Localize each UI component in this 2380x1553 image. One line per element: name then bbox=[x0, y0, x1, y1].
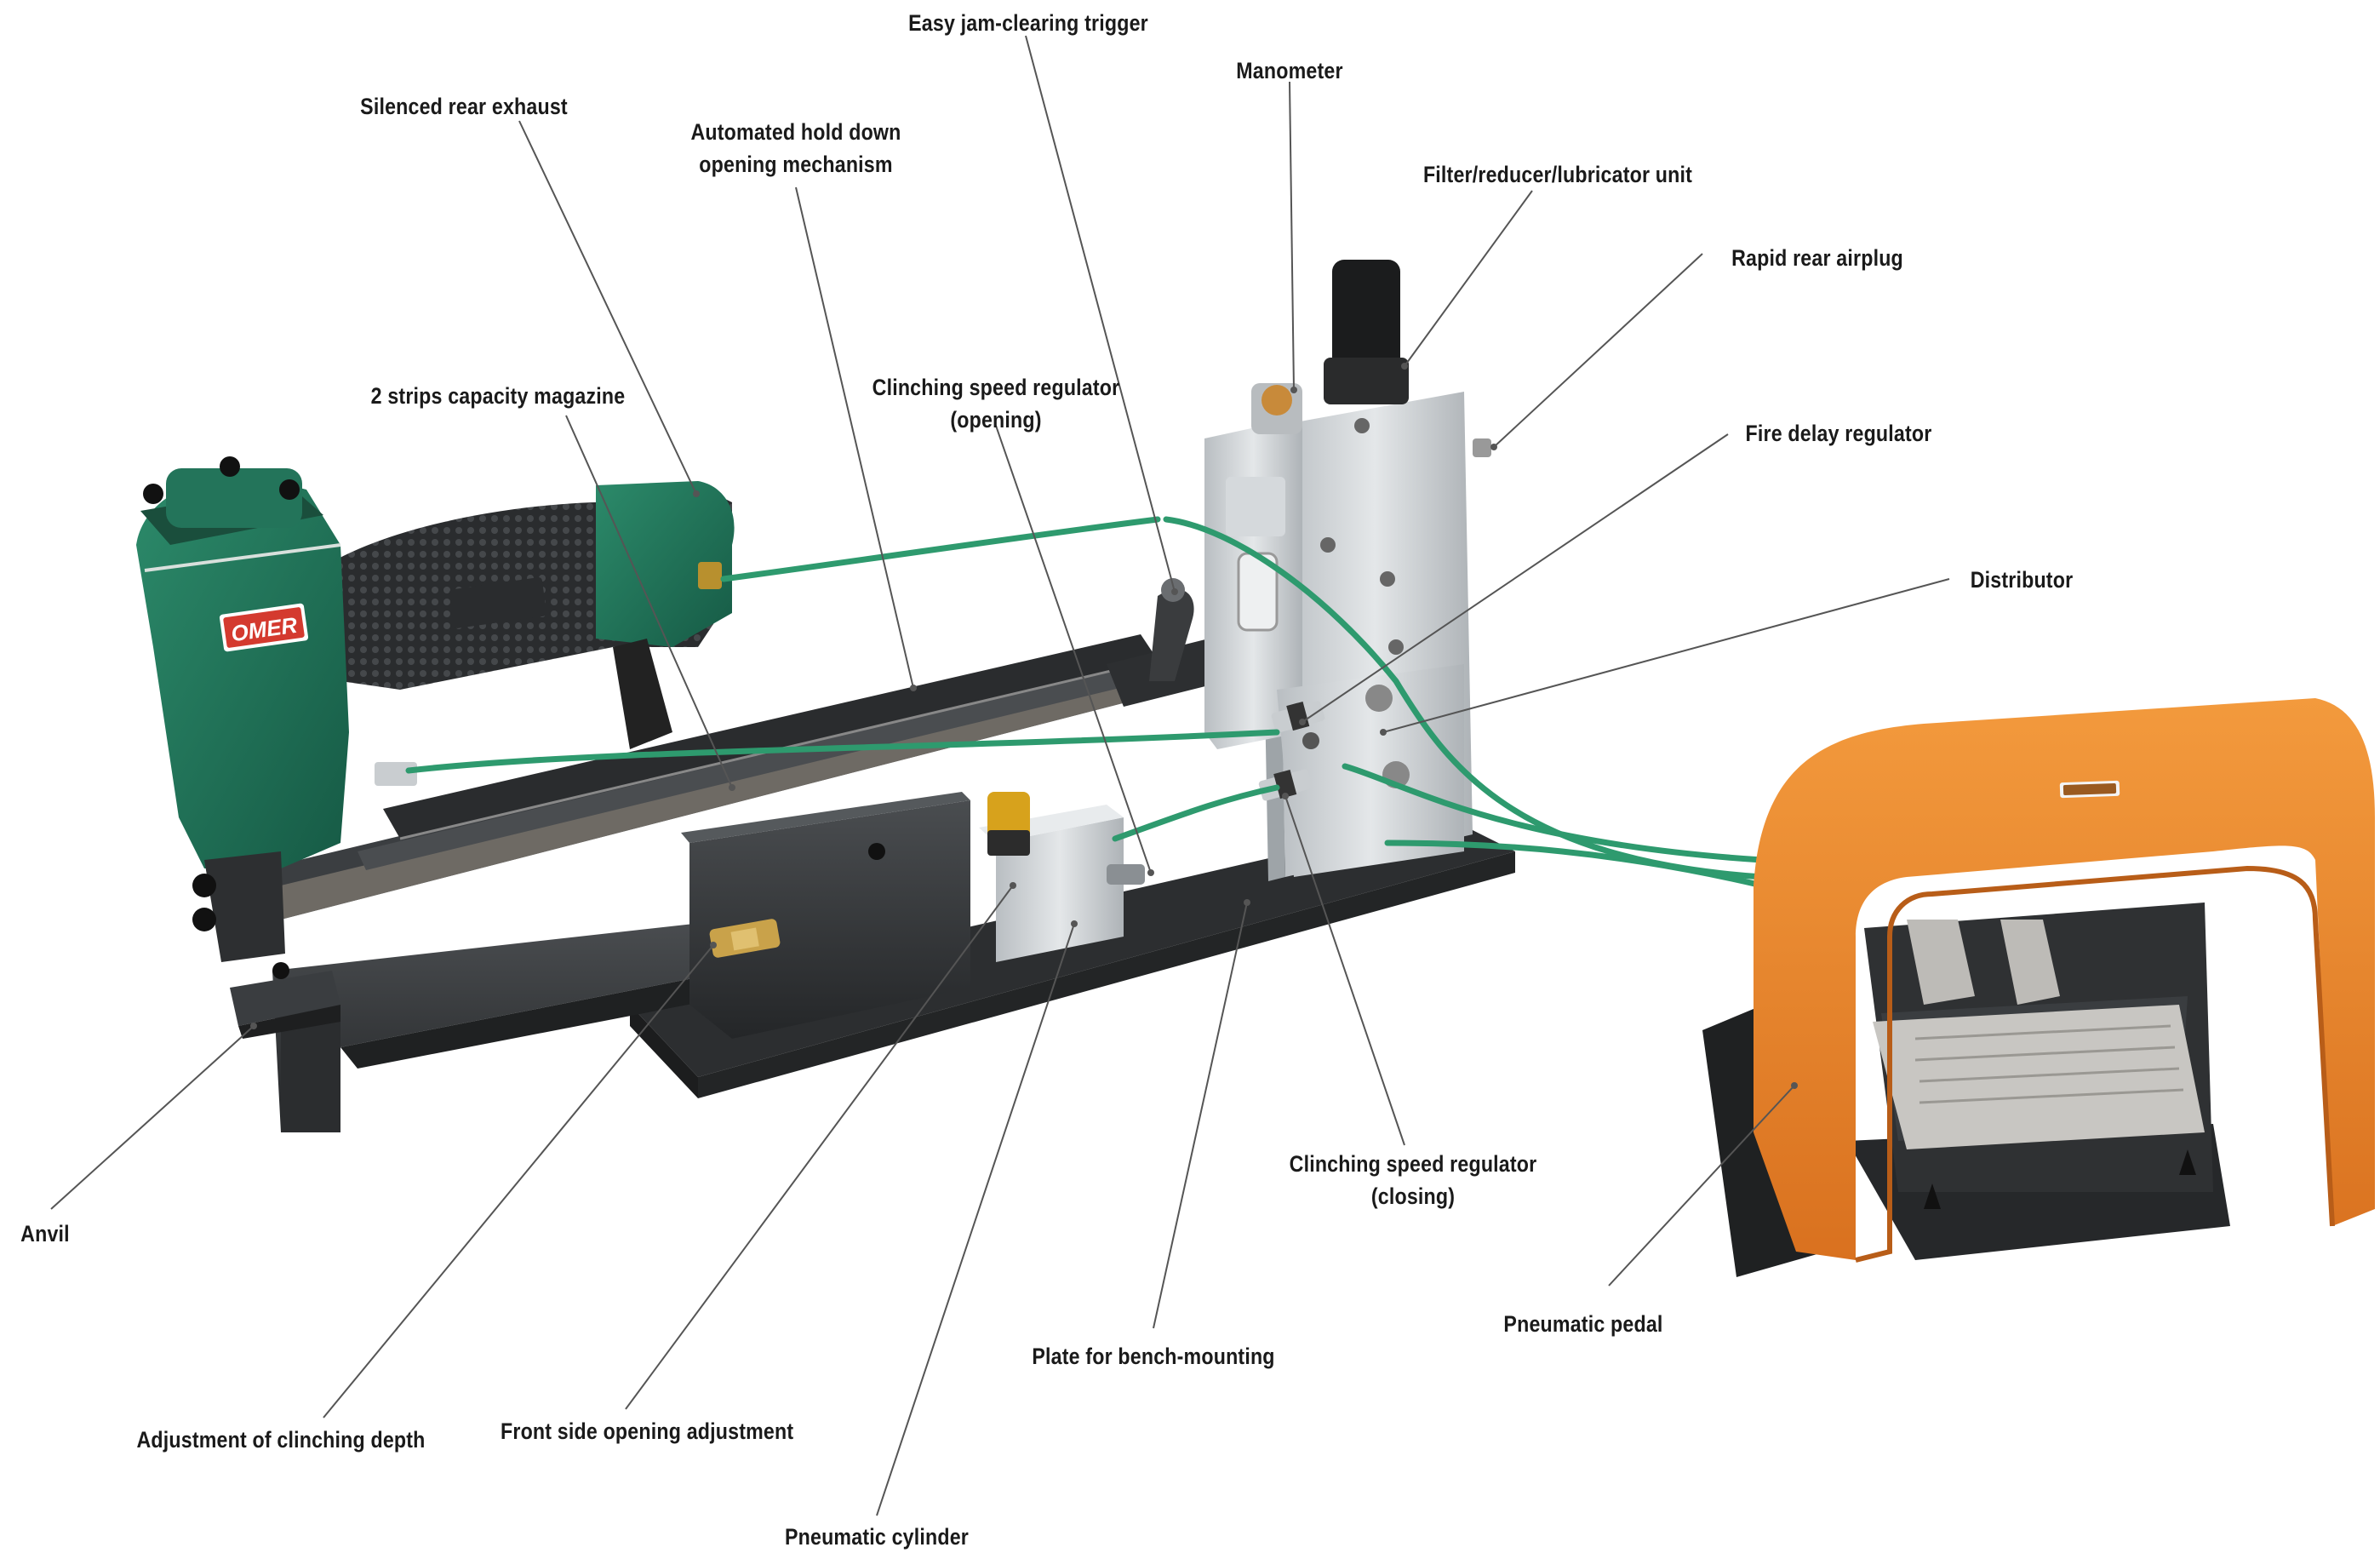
label-magazine: 2 strips capacity magazine bbox=[370, 383, 626, 409]
label-clinching-depth: Adjustment of clinching depth bbox=[136, 1427, 426, 1453]
label-rapid-airplug: Rapid rear airplug bbox=[1731, 245, 1903, 271]
label-speed-opening: Clinching speed regulator (opening) bbox=[872, 371, 1120, 436]
label-frl-unit: Filter/reducer/lubricator unit bbox=[1422, 162, 1693, 187]
label-speed-opening-line1: Clinching speed regulator bbox=[872, 375, 1120, 400]
frl-unit bbox=[1204, 417, 1302, 749]
label-jam-trigger: Easy jam-clearing trigger bbox=[908, 10, 1148, 36]
label-hold-down-line2: opening mechanism bbox=[699, 152, 893, 177]
label-front-opening: Front side opening adjustment bbox=[501, 1418, 794, 1444]
hold-down-mechanism bbox=[1107, 578, 1226, 707]
speed-regulator-closing bbox=[1258, 769, 1313, 801]
front-opening-knob bbox=[987, 792, 1030, 856]
label-hold-down-line1: Automated hold down bbox=[690, 119, 901, 145]
anvil-bar bbox=[272, 920, 732, 1132]
label-manometer: Manometer bbox=[1236, 58, 1343, 83]
anvil bbox=[230, 962, 340, 1039]
label-speed-closing-line1: Clinching speed regulator bbox=[1289, 1151, 1537, 1177]
leader-lines bbox=[50, 35, 1950, 1516]
label-hold-down: Automated hold down opening mechanism bbox=[683, 116, 910, 181]
regulator-knob bbox=[1324, 260, 1409, 404]
label-pedal: Pneumatic pedal bbox=[1503, 1311, 1663, 1337]
label-rear-exhaust: Silenced rear exhaust bbox=[360, 94, 568, 119]
pneumatic-pedal bbox=[1702, 698, 2375, 1277]
label-cylinder: Pneumatic cylinder bbox=[784, 1524, 970, 1550]
leader-dots bbox=[250, 363, 1798, 1089]
label-speed-opening-line2: (opening) bbox=[950, 407, 1042, 433]
magazine bbox=[264, 634, 1209, 920]
rapid-rear-airplug bbox=[1473, 438, 1491, 457]
label-speed-closing-line2: (closing) bbox=[1370, 1183, 1456, 1209]
label-distributor: Distributor bbox=[1970, 567, 2074, 593]
label-bench-plate: Plate for bench-mounting bbox=[1032, 1344, 1275, 1369]
manometer bbox=[1251, 383, 1302, 434]
label-anvil: Anvil bbox=[20, 1221, 70, 1246]
label-speed-closing: Clinching speed regulator (closing) bbox=[1289, 1148, 1537, 1212]
clinching-depth-screw bbox=[709, 919, 781, 958]
staple-gun bbox=[136, 456, 735, 962]
cylinder-block bbox=[681, 792, 970, 1039]
label-fire-delay: Fire delay regulator bbox=[1745, 421, 1932, 446]
